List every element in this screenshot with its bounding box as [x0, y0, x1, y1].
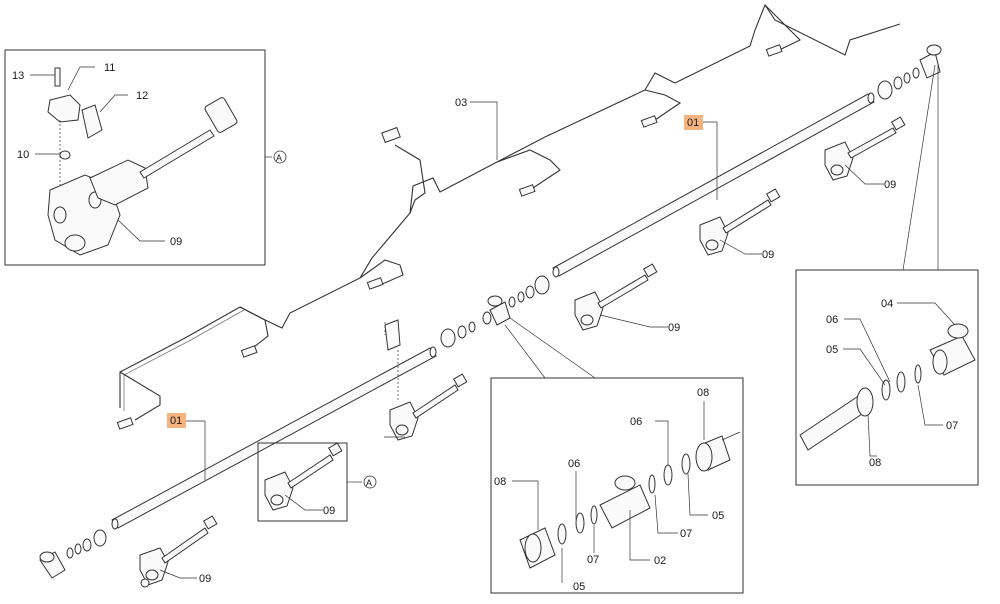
- nozzle-valve-center: [384, 319, 468, 441]
- main-leader-lines: [159, 101, 884, 579]
- nozzle-valve-upper: [824, 116, 906, 181]
- label-02: 02: [654, 555, 666, 567]
- detail-A-marker-circle: [273, 150, 287, 164]
- label-06-tee-left: 06: [568, 458, 580, 470]
- label-08-end: 08: [869, 457, 881, 469]
- label-11: 11: [104, 62, 115, 74]
- label-13: 13: [12, 70, 24, 82]
- center-tee-fittings: [440, 275, 550, 348]
- part-labels: 01 01 03 13 11 12 10 09 A A 09 09 09 09 …: [12, 62, 958, 593]
- nozzle-valve-upper-mid: [699, 188, 781, 256]
- highlight-01-lower: [167, 413, 186, 428]
- label-06-end: 06: [826, 314, 838, 326]
- label-09-mid: 09: [668, 322, 680, 334]
- label-09-upper: 09: [884, 179, 896, 191]
- nozzle-valve-bottom: [139, 515, 218, 588]
- label-09-upper-mid: 09: [762, 249, 774, 261]
- label-01-lower: 01: [170, 415, 182, 427]
- detail-A-ref-circle: [363, 475, 377, 489]
- detail-A-marker-label: A: [276, 153, 282, 163]
- upper-end-fittings: [877, 44, 942, 100]
- label-06-tee-right: 06: [630, 416, 642, 428]
- lower-end-fittings: [39, 529, 107, 579]
- label-08-tee-left: 08: [494, 476, 506, 488]
- detail-box-A: [4, 49, 272, 266]
- pipe-upper-01: [552, 92, 875, 278]
- highlight-01-upper: [684, 115, 703, 130]
- label-04: 04: [881, 298, 893, 310]
- tee-detail-box: [490, 317, 744, 594]
- nozzle-valve-boxA: [264, 442, 343, 511]
- label-08-tee-right: 08: [697, 387, 709, 399]
- label-03: 03: [455, 97, 467, 109]
- label-07-tee-left: 07: [587, 554, 599, 566]
- label-05-end: 05: [826, 344, 838, 356]
- label-01-upper: 01: [687, 117, 699, 129]
- label-09-bottom: 09: [199, 573, 211, 585]
- label-09-boxA: 09: [323, 505, 335, 517]
- pipe-lower-01: [111, 346, 437, 530]
- label-05-tee-left: 05: [573, 581, 585, 593]
- detail-box-A-ref: [257, 442, 362, 522]
- detail-A-ref-label: A: [366, 478, 372, 488]
- label-09-detailA: 09: [170, 236, 182, 248]
- label-05-tee-right: 05: [712, 510, 724, 522]
- label-07-end: 07: [946, 420, 958, 432]
- nozzle-valve-mid: [574, 263, 658, 331]
- end-fitting-detail-box: [795, 64, 979, 486]
- label-12: 12: [136, 90, 148, 102]
- label-07-tee-right: 07: [680, 528, 692, 540]
- label-10: 10: [17, 149, 29, 161]
- wire-harness-03: [116, 3, 901, 430]
